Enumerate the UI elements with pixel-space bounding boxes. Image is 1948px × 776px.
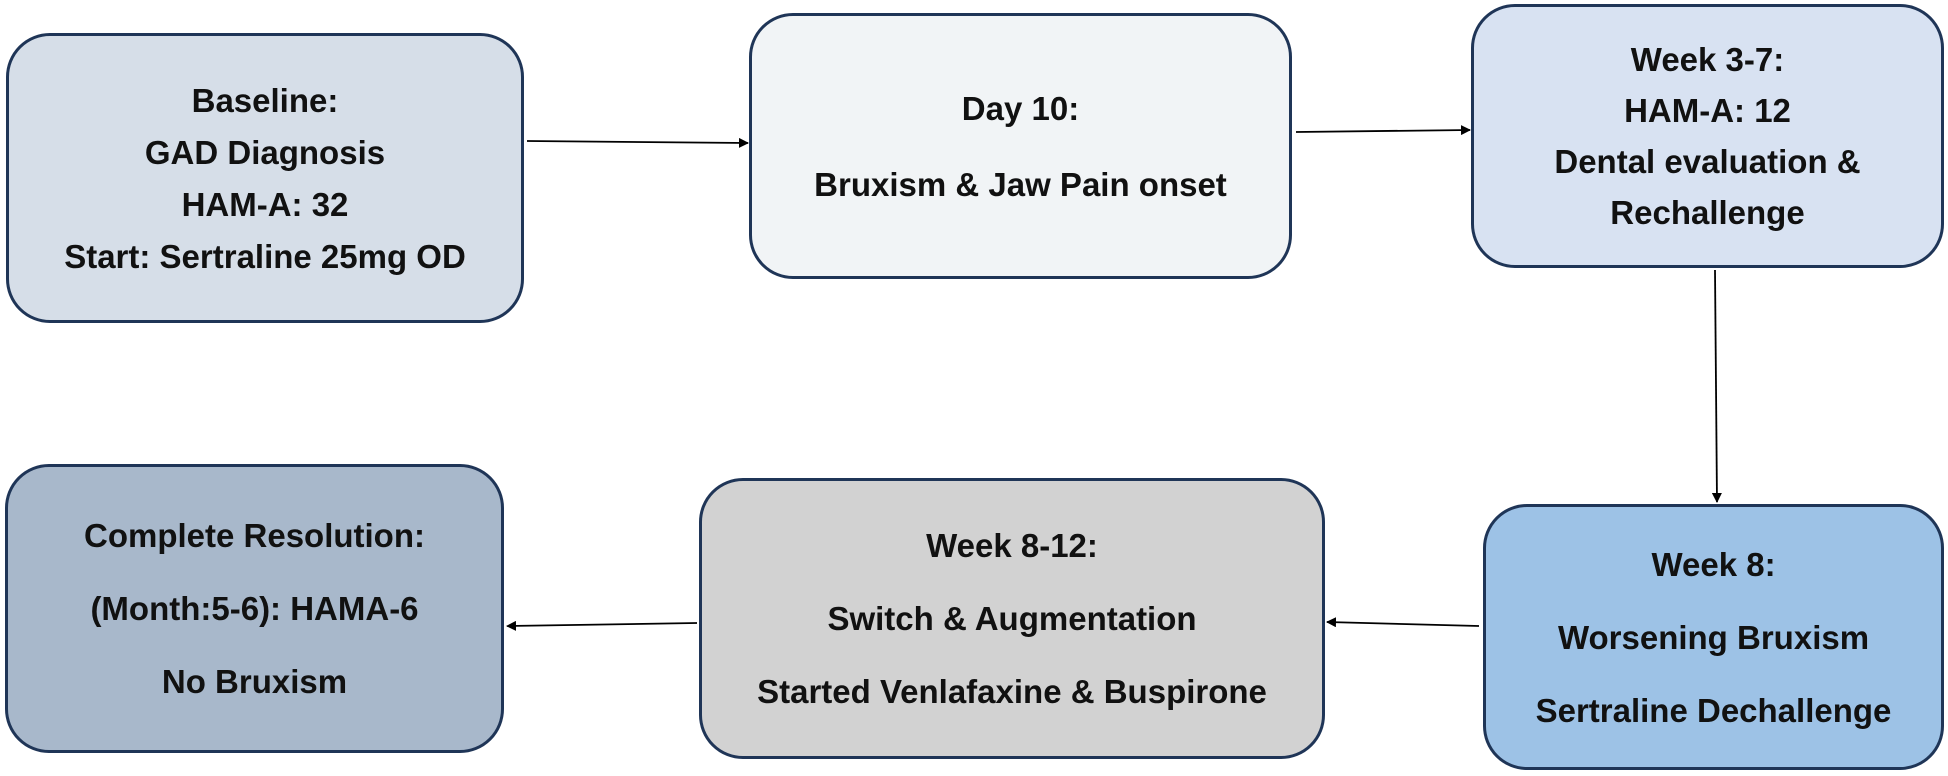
node-week812-medication: Started Venlafaxine & Buspirone bbox=[757, 673, 1267, 710]
node-day10-title: Day 10: bbox=[961, 89, 1080, 127]
node-week8-title: Week 8: bbox=[1651, 545, 1776, 583]
node-baseline-title: Baseline: bbox=[191, 81, 339, 119]
node-baseline: Baseline: GAD Diagnosis HAM-A: 32 Start:… bbox=[6, 33, 524, 323]
node-baseline-diagnosis: GAD Diagnosis bbox=[144, 133, 386, 171]
node-day10-event: Bruxism & Jaw Pain onset bbox=[814, 165, 1227, 203]
node-week37-rechallenge: Rechallenge bbox=[1610, 194, 1805, 231]
arrow-day10-to-week37 bbox=[1295, 125, 1471, 136]
node-week37: Week 3-7: HAM-A: 12 Dental evaluation & … bbox=[1471, 4, 1944, 268]
node-week37-evaluation: Dental evaluation & bbox=[1554, 143, 1861, 180]
node-week812: Week 8-12: Switch & Augmentation Started… bbox=[699, 478, 1325, 759]
arrow-week37-to-week8 bbox=[1711, 269, 1722, 503]
node-week812-switch: Switch & Augmentation bbox=[827, 600, 1197, 637]
node-week8-symptom: Worsening Bruxism bbox=[1557, 618, 1870, 656]
node-week8-action: Sertraline Dechallenge bbox=[1535, 691, 1892, 729]
node-resolution-outcome: No Bruxism bbox=[161, 663, 348, 700]
arrow-week812-to-resolution bbox=[506, 620, 698, 631]
node-week37-score: HAM-A: 12 bbox=[1624, 92, 1791, 129]
arrow-week8-to-week812 bbox=[1326, 617, 1480, 628]
node-baseline-score: HAM-A: 32 bbox=[181, 185, 349, 223]
node-day10: Day 10: Bruxism & Jaw Pain onset bbox=[749, 13, 1292, 279]
node-week37-title: Week 3-7: bbox=[1630, 41, 1785, 78]
node-baseline-treatment: Start: Sertraline 25mg OD bbox=[64, 237, 466, 275]
node-week8: Week 8: Worsening Bruxism Sertraline Dec… bbox=[1483, 504, 1944, 770]
node-week812-title: Week 8-12: bbox=[926, 527, 1098, 564]
node-resolution: Complete Resolution: (Month:5-6): HAMA-6… bbox=[5, 464, 504, 753]
arrow-baseline-to-day10 bbox=[526, 137, 749, 148]
node-resolution-score: (Month:5-6): HAMA-6 bbox=[90, 590, 419, 627]
node-resolution-title: Complete Resolution: bbox=[83, 517, 425, 554]
